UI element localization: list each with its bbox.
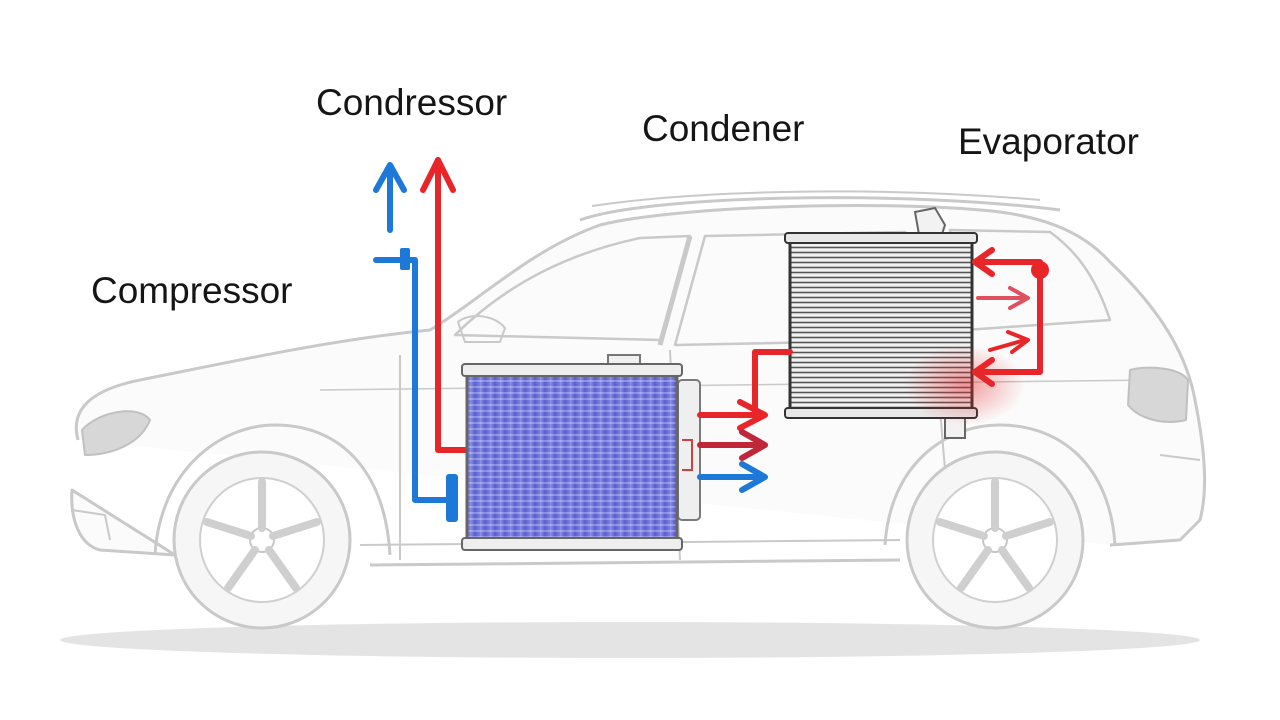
hot-return-pipe [435, 190, 470, 453]
red-arrow-icon [988, 330, 1030, 354]
rear-wheel [905, 450, 1085, 630]
label-condener: Condener [642, 108, 805, 149]
cold-pipe-fitting-top [400, 248, 410, 270]
red-arrow-icon [697, 349, 793, 431]
cold-pipe-fitting [446, 474, 458, 522]
cold-supply-pipe [373, 257, 458, 503]
label-evaporator: Evaporator [958, 121, 1139, 162]
red-arrow-icon [420, 157, 456, 203]
blue-arrow-icon [697, 461, 768, 493]
hot-loop-pipe [972, 247, 1049, 387]
label-compressor: Compressor [91, 270, 293, 311]
blue-arrow-icon [373, 162, 407, 233]
label-condressor: Condressor [316, 82, 508, 123]
red-arrow-icon [976, 286, 1030, 310]
ground-shadow [60, 622, 1200, 658]
front-wheel [172, 450, 352, 630]
evaporator-unit [784, 206, 1025, 439]
condenser-unit [461, 354, 701, 551]
red-arrow-icon [697, 429, 768, 461]
